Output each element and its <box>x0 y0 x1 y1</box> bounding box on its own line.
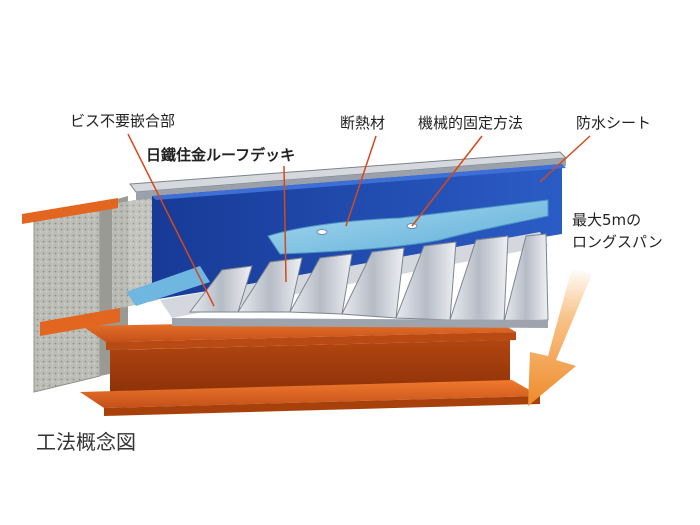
steel-beam <box>80 318 540 416</box>
label-max-span-line2: ロングスパン <box>572 233 663 251</box>
label-screw-free-joint: ビス不要嵌合部 <box>70 112 176 130</box>
wall-steel-rail <box>22 198 120 336</box>
label-roof-deck: 日鐵住金ルーフデッキ <box>146 146 296 164</box>
span-arrow-icon <box>528 268 592 406</box>
leader-screw-free-joint <box>127 133 215 307</box>
leader-mechanical-fixing <box>411 135 483 227</box>
diagram-caption: 工法概念図 <box>36 430 136 454</box>
leader-lines <box>127 133 591 307</box>
leader-insulation <box>345 135 377 227</box>
roof-deck-panel <box>160 232 549 328</box>
leader-waterproof-sheet <box>539 135 591 183</box>
label-insulation: 断熱材 <box>340 114 386 132</box>
label-max-span-line1: 最大5mの <box>572 211 642 229</box>
label-mechanical-fixing: 機械的固定方法 <box>418 114 524 132</box>
label-waterproof-sheet: 防水シート <box>576 114 652 132</box>
leader-roof-deck <box>283 165 287 283</box>
